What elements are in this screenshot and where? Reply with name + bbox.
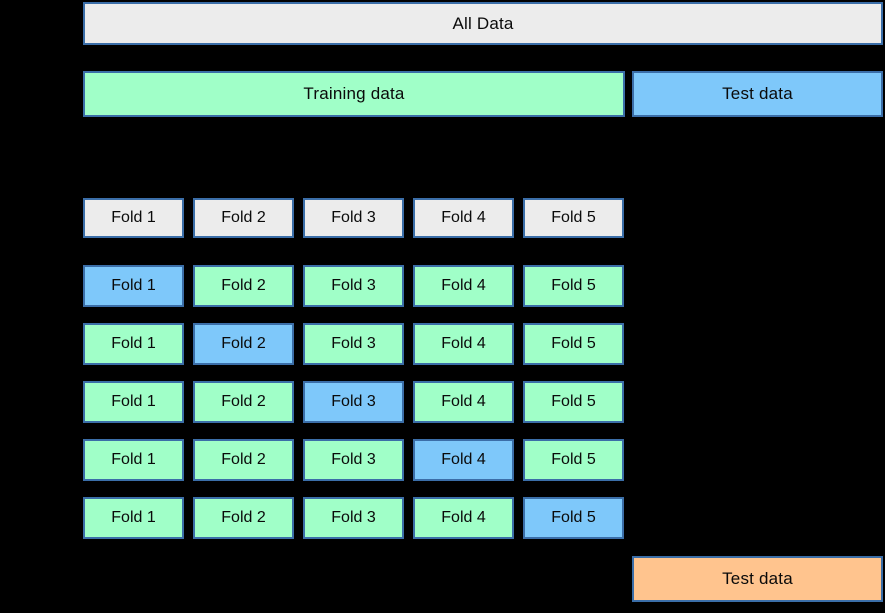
fold-cell: Fold 1: [83, 439, 184, 481]
training-data-box: Training data: [83, 71, 625, 117]
fold-cell: Fold 2: [193, 265, 294, 307]
fold-cell: Fold 4: [413, 323, 514, 365]
final-test-data-box: Test data: [632, 556, 883, 602]
fold-cell: Fold 4: [413, 265, 514, 307]
fold-cell: Fold 5: [523, 381, 624, 423]
fold-header-row: Fold 1 Fold 2 Fold 3 Fold 4 Fold 5: [83, 198, 624, 238]
fold-cell: Fold 2: [193, 497, 294, 539]
fold-header-cell: Fold 3: [303, 198, 404, 238]
fold-header-cell: Fold 2: [193, 198, 294, 238]
fold-cell: Fold 4: [413, 439, 514, 481]
fold-cell: Fold 2: [193, 439, 294, 481]
fold-cell: Fold 1: [83, 497, 184, 539]
fold-cell: Fold 5: [523, 323, 624, 365]
split-row-3: Fold 1 Fold 2 Fold 3 Fold 4 Fold 5: [83, 381, 624, 423]
fold-cell: Fold 3: [303, 439, 404, 481]
fold-cell: Fold 1: [83, 265, 184, 307]
fold-cell: Fold 5: [523, 265, 624, 307]
fold-cell: Fold 5: [523, 439, 624, 481]
split-row-4: Fold 1 Fold 2 Fold 3 Fold 4 Fold 5: [83, 439, 624, 481]
fold-cell: Fold 1: [83, 323, 184, 365]
fold-header-cell: Fold 4: [413, 198, 514, 238]
fold-header-cell: Fold 1: [83, 198, 184, 238]
split-row-2: Fold 1 Fold 2 Fold 3 Fold 4 Fold 5: [83, 323, 624, 365]
fold-cell: Fold 3: [303, 323, 404, 365]
all-data-box: All Data: [83, 2, 883, 45]
test-data-box: Test data: [632, 71, 883, 117]
fold-cell: Fold 4: [413, 497, 514, 539]
fold-cell: Fold 1: [83, 381, 184, 423]
fold-header-cell: Fold 5: [523, 198, 624, 238]
fold-cell: Fold 5: [523, 497, 624, 539]
fold-cell: Fold 2: [193, 323, 294, 365]
fold-cell: Fold 2: [193, 381, 294, 423]
fold-cell: Fold 3: [303, 381, 404, 423]
split-row-5: Fold 1 Fold 2 Fold 3 Fold 4 Fold 5: [83, 497, 624, 539]
fold-cell: Fold 3: [303, 265, 404, 307]
fold-cell: Fold 4: [413, 381, 514, 423]
fold-cell: Fold 3: [303, 497, 404, 539]
split-row-1: Fold 1 Fold 2 Fold 3 Fold 4 Fold 5: [83, 265, 624, 307]
